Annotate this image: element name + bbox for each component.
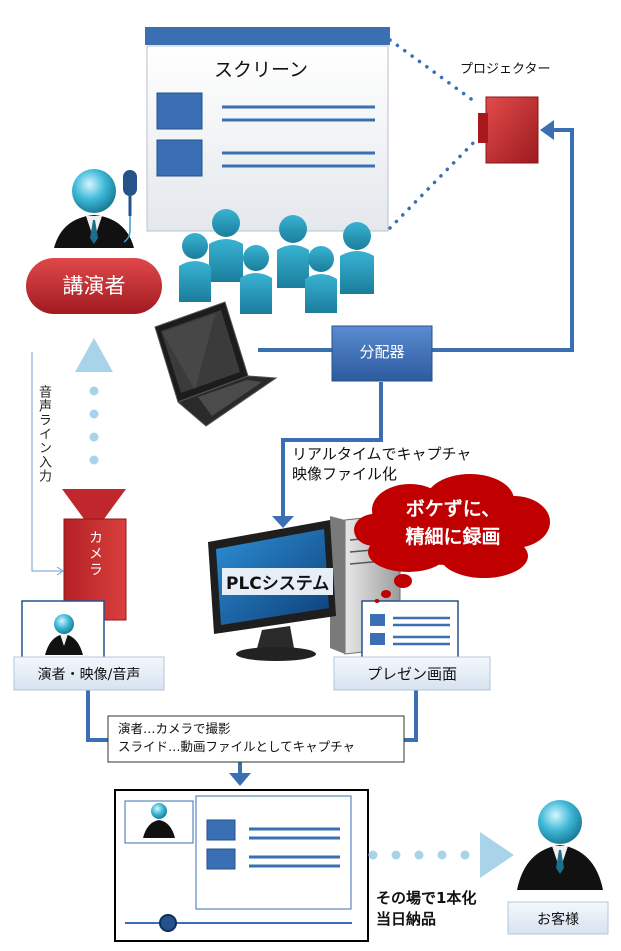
speaker-icon: [54, 169, 137, 248]
process-note-line2: スライド…動画ファイルとしてキャプチャ: [118, 739, 356, 754]
speaker-label-pill: [26, 258, 162, 314]
cloud-line1: ボケずに、: [405, 498, 501, 520]
screen-slide-thumb-1: [156, 92, 203, 130]
arrowhead-projector: [540, 120, 554, 140]
audio-line-label: 音声ライン入力: [36, 385, 51, 483]
screen-text-lines: [222, 105, 375, 168]
projector-label: プロジェクター: [460, 62, 551, 77]
capture-note-line1: リアルタイムでキャプチャ: [292, 445, 472, 463]
splitter-box: [331, 325, 433, 382]
audience-icon: [179, 209, 374, 314]
presentation-feed-label: プレゼン画面: [366, 665, 457, 683]
camera-label: カメラ: [87, 530, 103, 578]
speaker-label: 講演者: [62, 274, 126, 298]
splitter-label: 分配器: [359, 343, 405, 361]
speaker-feed-label: 演者・映像/音声: [37, 667, 141, 683]
delivery-note: その場で1本化 当日納品: [376, 888, 476, 930]
delivery-arrow: [368, 832, 514, 878]
audio-line-connector: [31, 352, 64, 576]
screen-title: スクリーン: [214, 59, 309, 81]
laptop-icon: [154, 301, 278, 427]
screen-roller-bar: [145, 27, 390, 45]
presentation-feed-panel: [333, 600, 491, 691]
delivery-line2: 当日納品: [376, 910, 437, 928]
capture-note: リアルタイムでキャプチャ 映像ファイル化: [292, 444, 471, 484]
projector-icon: [478, 96, 539, 164]
camera-to-speaker-arrow: [75, 338, 113, 465]
cloud-text: ボケずに、 精細に録画: [378, 495, 528, 551]
speaker-feed-panel: [13, 600, 165, 691]
screen: [145, 27, 390, 232]
output-video-frame: [114, 789, 369, 942]
arrowhead-plc: [272, 516, 294, 528]
process-note-box: [107, 715, 405, 763]
cloud-line2: 精細に録画: [405, 526, 501, 548]
plc-label: PLCシステム: [222, 568, 334, 595]
screen-slide-thumb-2: [156, 139, 203, 177]
process-note: 演者…カメラで撮影 スライド…動画ファイルとしてキャプチャ: [118, 720, 355, 756]
process-note-line1: 演者…カメラで撮影: [118, 721, 231, 736]
capture-note-line2: 映像ファイル化: [292, 465, 398, 483]
projector-beam: [388, 38, 480, 230]
arrowhead-output: [229, 773, 251, 786]
customer-icon: [507, 800, 609, 935]
customer-label: お客様: [537, 912, 579, 928]
cloud-callout: [354, 474, 550, 603]
screen-surface: [146, 45, 389, 232]
delivery-line1: その場で1本化: [376, 889, 477, 907]
